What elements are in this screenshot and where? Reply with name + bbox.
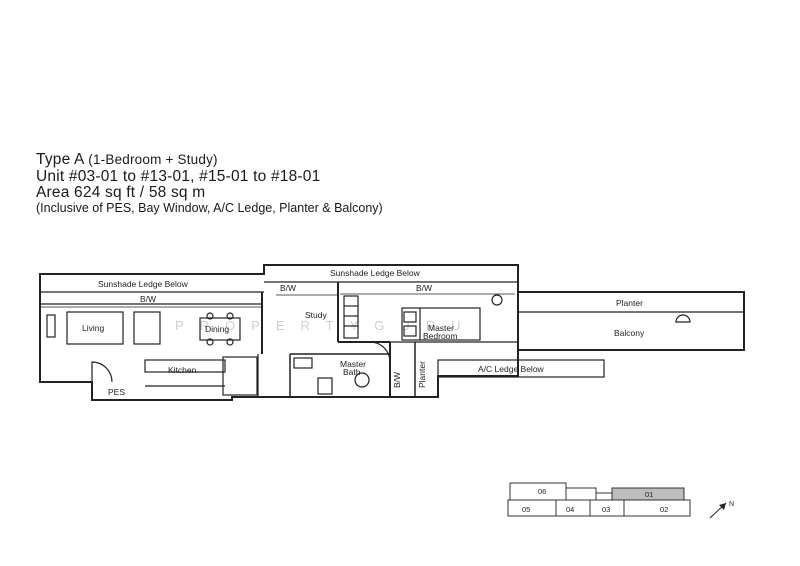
keyplan-label-03: 03 — [602, 505, 610, 514]
label-master-bedroom-line2: Bedroom — [423, 331, 458, 341]
label-bay-window-bath: B/W — [392, 372, 402, 388]
keyplan-unit-02 — [623, 499, 691, 517]
label-bay-window-living: B/W — [140, 294, 156, 304]
label-bay-window-study: B/W — [280, 283, 296, 293]
label-sunshade-ledge-left: Sunshade Ledge Below — [98, 279, 189, 289]
plan-walls — [39, 264, 745, 401]
watermark: PROPERTYGURU — [175, 318, 477, 333]
plan-header: Type A (1-Bedroom + Study) Unit #03-01 t… — [36, 151, 383, 216]
label-dining: Dining — [205, 324, 229, 334]
label-balcony: Balcony — [614, 328, 645, 338]
unit-area: Area 624 sq ft / 58 sq m — [36, 184, 206, 202]
keyplan-label-05: 05 — [522, 505, 530, 514]
label-bay-window-bedroom: B/W — [416, 283, 432, 293]
label-kitchen: Kitchen — [168, 365, 197, 375]
label-ac-ledge: A/C Ledge Below — [478, 364, 545, 374]
north-arrow-icon: N — [709, 501, 734, 519]
keyplan-unit-05 — [507, 499, 557, 517]
north-label: N — [729, 501, 734, 508]
label-planter-side: Planter — [417, 361, 427, 388]
keyplan-label-06: 06 — [538, 487, 546, 496]
keyplan-label-01: 01 — [645, 490, 653, 499]
label-planter: Planter — [616, 298, 643, 308]
key-plan: 06 01 05 04 03 02 N — [507, 482, 734, 519]
label-master-bath-line2: Bath — [343, 367, 361, 377]
unit-type-description: (1-Bedroom + Study) — [88, 152, 218, 167]
label-study: Study — [305, 310, 327, 320]
area-inclusions: (Inclusive of PES, Bay Window, A/C Ledge… — [36, 201, 383, 216]
unit-type: Type A (1-Bedroom + Study) — [36, 151, 383, 169]
unit-numbers: Unit #03-01 to #13-01, #15-01 to #18-01 — [36, 167, 321, 185]
label-living: Living — [82, 323, 104, 333]
label-master-bedroom-line1: Master — [428, 323, 454, 333]
label-pes: PES — [108, 387, 125, 397]
room-labels: Sunshade Ledge Below Sunshade Ledge Belo… — [82, 268, 645, 397]
label-sunshade-ledge-right: Sunshade Ledge Below — [330, 268, 421, 278]
keyplan-label-04: 04 — [566, 505, 574, 514]
label-master-bath-line1: Master — [340, 359, 366, 369]
unit-type-name: Type A — [36, 151, 84, 168]
keyplan-label-02: 02 — [660, 505, 668, 514]
